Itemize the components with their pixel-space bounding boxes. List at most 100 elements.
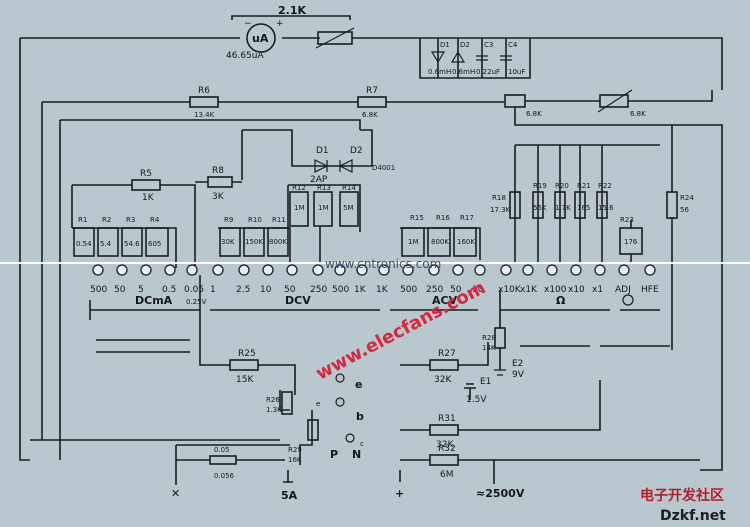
svg-text:6.8K: 6.8K (630, 110, 646, 118)
range-jack-ohm-2[interactable] (546, 264, 558, 276)
terminal-2500v[interactable]: ≈2500V (476, 487, 525, 500)
svg-text:1.7K: 1.7K (555, 204, 571, 212)
svg-text:R26: R26 (266, 396, 280, 404)
range-jack-dcma-4[interactable] (186, 264, 198, 276)
range-jack-dcv-3[interactable] (286, 264, 298, 276)
range-jack-ohm-1[interactable] (522, 264, 534, 276)
range-jack-dcma-2[interactable] (140, 264, 152, 276)
range-jack-acv-0[interactable] (378, 264, 390, 276)
svg-text:R18: R18 (492, 194, 506, 202)
range-jack-dcv-6[interactable] (356, 264, 368, 276)
r32 (429, 454, 459, 466)
svg-text:0.056: 0.056 (214, 472, 235, 480)
svg-text:17.3K: 17.3K (490, 206, 511, 214)
range-jack-dcma-1[interactable] (116, 264, 128, 276)
upper-network: R6 13.4K R7 6.8K 6.8K 6.8K (19, 38, 723, 471)
svg-text:R17: R17 (460, 214, 474, 222)
svg-text:1.5V: 1.5V (466, 395, 487, 405)
svg-text:R23: R23 (620, 216, 634, 224)
range-jack-ohm-0[interactable] (500, 264, 512, 276)
range-label-acv-4: 10 (472, 285, 484, 295)
svg-text:176: 176 (624, 238, 638, 246)
range-jack-acv-4[interactable] (474, 264, 486, 276)
svg-text:1M: 1M (318, 204, 329, 212)
range-jack-ohm-4[interactable] (594, 264, 606, 276)
range-jack-dcv-5[interactable] (334, 264, 346, 276)
range-jack-ohm-3[interactable] (570, 264, 582, 276)
pot-6-8k-a (504, 94, 526, 108)
range-jack-acv-2[interactable] (428, 264, 440, 276)
svg-text:15K: 15K (236, 375, 254, 385)
meter-bracket (231, 15, 351, 20)
svg-text:0.6mH: 0.6mH (452, 68, 475, 76)
svg-text:R12: R12 (292, 184, 306, 192)
acv-resistor-chain: R15 R16 R17 1M 800K 160K (400, 214, 481, 260)
range-label-dcma-extra: 0.25V (186, 298, 207, 306)
svg-text:15.6: 15.6 (598, 204, 614, 212)
svg-text:9V: 9V (512, 370, 525, 380)
r17 (453, 227, 477, 257)
r29 (307, 419, 319, 441)
svg-text:R13: R13 (317, 184, 331, 192)
range-jack-dcma-3[interactable] (164, 264, 176, 276)
svg-text:55K: 55K (533, 204, 547, 212)
svg-text:R1: R1 (78, 216, 87, 224)
watermark-corner-cn: 电子开发社区 (640, 487, 724, 504)
range-label-ohm-4: x1 (592, 285, 603, 295)
svg-text:0.22uF: 0.22uF (476, 68, 500, 76)
r1 (73, 227, 95, 257)
svg-text:R22: R22 (598, 182, 612, 190)
r31 (429, 424, 459, 436)
r7 (357, 96, 387, 108)
watermarks: www.cntronics.com www.elecfans.com 电子开发社… (0, 257, 750, 524)
svg-text:3K: 3K (212, 192, 225, 202)
r27 (429, 359, 459, 371)
range-label-ohm-3: x10 (568, 285, 585, 295)
svg-text:R2: R2 (102, 216, 111, 224)
range-group-dcma: DCmA (135, 294, 173, 307)
svg-text:6.8K: 6.8K (526, 110, 542, 118)
jack-adj[interactable] (618, 264, 630, 276)
range-jack-dcv-1[interactable] (238, 264, 250, 276)
svg-text:0.6mH: 0.6mH (428, 68, 451, 76)
r9 (219, 227, 241, 257)
range-label-dcv-6: 1K (354, 285, 367, 295)
range-jack-acv-3[interactable] (452, 264, 464, 276)
range-jack-dcma-0[interactable] (92, 264, 104, 276)
svg-text:R25: R25 (238, 349, 256, 359)
svg-text:32K: 32K (434, 375, 452, 385)
svg-text:56: 56 (680, 206, 689, 214)
svg-text:R6: R6 (198, 86, 210, 96)
range-group-ohm: Ω (556, 294, 566, 307)
r22 (596, 191, 608, 219)
svg-text:R29: R29 (288, 446, 302, 454)
range-jack-acv-1[interactable] (402, 264, 414, 276)
jack-hfe[interactable] (644, 264, 656, 276)
svg-text:b: b (356, 410, 364, 423)
r4 (145, 227, 169, 257)
svg-text:R20: R20 (555, 182, 569, 190)
range-jack-dcv-2[interactable] (262, 264, 274, 276)
pot-6-8k-b (599, 94, 629, 108)
terminal-5a[interactable]: 5A (281, 489, 298, 502)
svg-text:R19: R19 (533, 182, 547, 190)
svg-text:1M: 1M (408, 238, 419, 246)
range-jack-dcv-0[interactable] (212, 264, 224, 276)
svg-text:R16: R16 (436, 214, 450, 222)
svg-text:C3: C3 (484, 41, 493, 49)
lower-network: R25 15K R26 1.3K R27 32K R28 14K E2 9V E… (30, 275, 700, 480)
terminal-plus[interactable]: + (395, 487, 404, 500)
range-label-acv-0: 1K (376, 285, 389, 295)
svg-text:e: e (355, 378, 362, 391)
range-label-ohm-0: x10K (498, 285, 522, 295)
svg-text:R32: R32 (438, 444, 456, 454)
range-jack-dcv-4[interactable] (312, 264, 324, 276)
svg-text:C4: C4 (508, 41, 518, 49)
pin-c (345, 433, 355, 443)
svg-text:16K: 16K (288, 456, 302, 464)
terminal-minus[interactable]: ✕ (171, 487, 180, 500)
meter-icon (246, 23, 276, 53)
range-label-dcv-4: 250 (310, 285, 327, 295)
r16 (427, 227, 451, 257)
svg-text:+: + (276, 19, 284, 29)
